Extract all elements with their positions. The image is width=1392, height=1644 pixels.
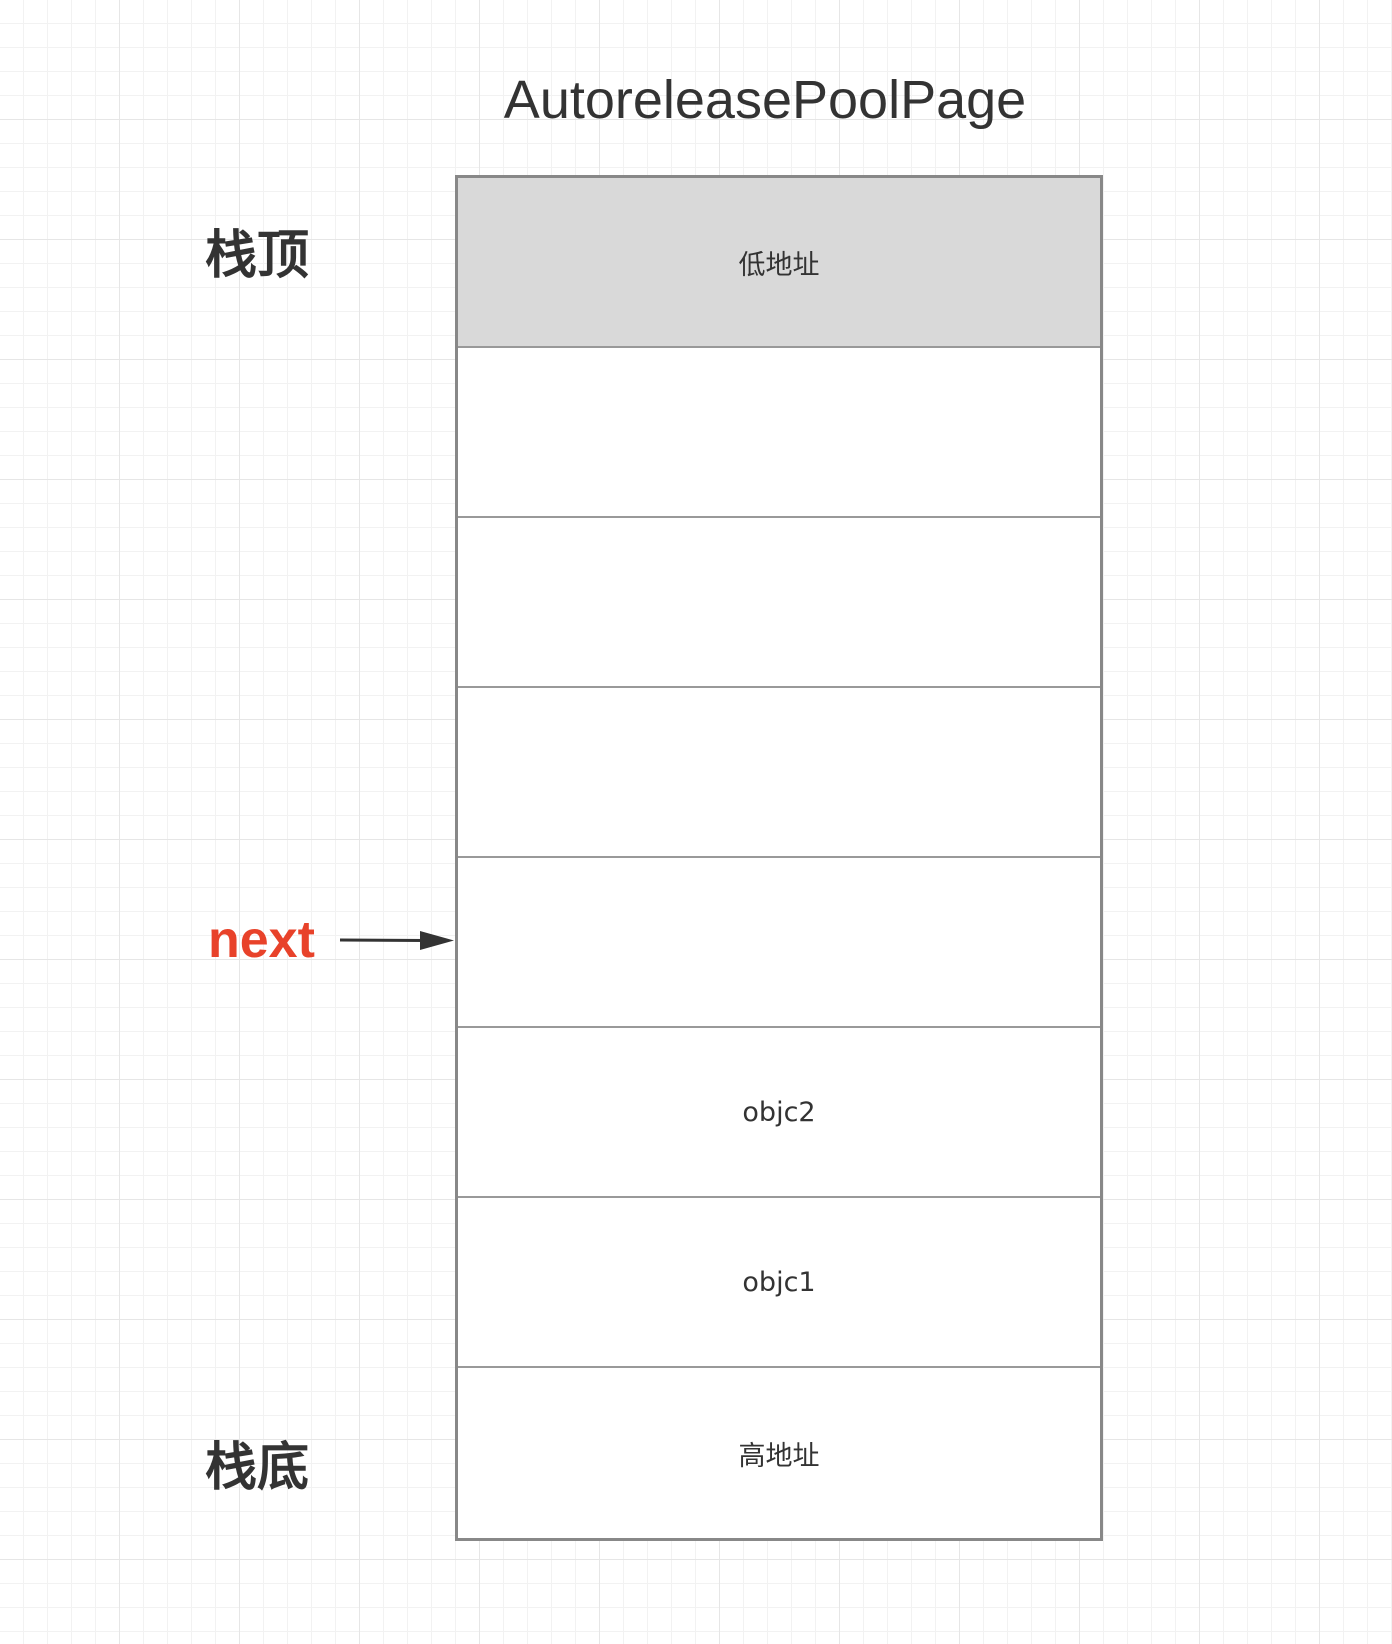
stack-slot: 高地址 [458, 1368, 1100, 1538]
stack-slot: objc1 [458, 1198, 1100, 1368]
stack-bottom-label: 栈底 [205, 1438, 310, 1498]
stack-slot: objc2 [458, 1028, 1100, 1198]
stack-top-label: 栈顶 [205, 226, 310, 286]
stack-slot: 低地址 [458, 178, 1100, 348]
stack-slot [458, 518, 1100, 688]
stack-slot-next-target [458, 858, 1100, 1028]
slot-label: objc1 [742, 1266, 816, 1298]
slot-label: objc2 [742, 1096, 816, 1128]
next-pointer-arrow [340, 931, 454, 950]
slot-label: 低地址 [738, 249, 820, 281]
stack-slot [458, 348, 1100, 518]
stack-slot [458, 688, 1100, 858]
diagram-title: AutoreleasePoolPage [503, 70, 1027, 130]
autorelease-pool-page: 低地址 objc2 objc1 高地址 [455, 175, 1103, 1541]
next-pointer-label: next [208, 911, 315, 969]
slot-label: 高地址 [738, 1440, 820, 1472]
